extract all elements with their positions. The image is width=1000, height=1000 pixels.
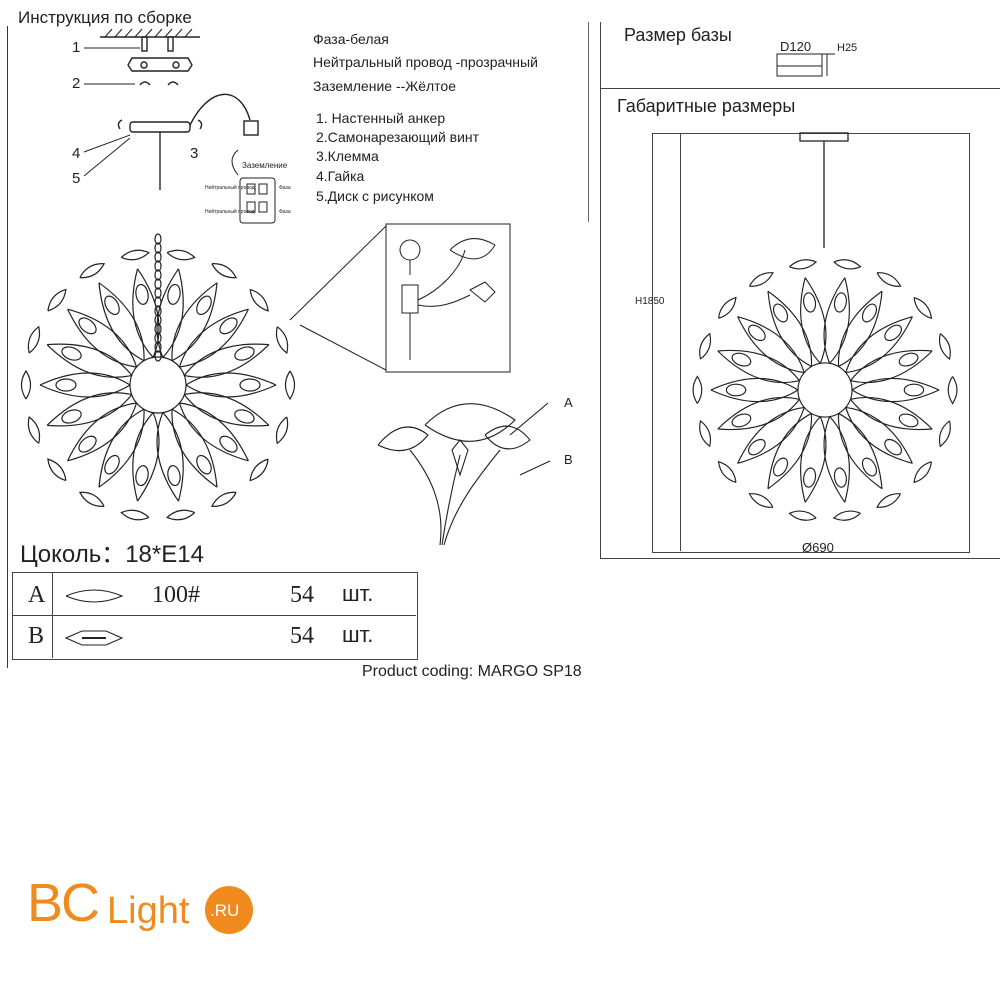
legend-b-qty: 54: [290, 623, 314, 649]
overall-size-title: Габаритные размеры: [617, 96, 796, 116]
product-coding: Product coding: MARGO SP18: [362, 663, 582, 680]
terminal-label-1: Нейтральный провод: [205, 185, 255, 191]
callout-2: 2: [72, 75, 81, 92]
detail-label-b: B: [564, 452, 573, 467]
page-title: Инструкция по сборке: [18, 8, 192, 27]
canopy-chain-right: [799, 132, 849, 248]
legend-b-unit: шт.: [342, 622, 374, 647]
legend-b-icon: [64, 630, 124, 646]
part-3: 3.Клемма: [316, 148, 379, 164]
terminal-block-drawing: [231, 149, 276, 224]
terminal-label-2: Нейтральный провод: [205, 209, 255, 215]
flower-detail-drawing: [377, 402, 551, 546]
base-height: H25: [837, 42, 858, 54]
base-size-title: Размер базы: [624, 25, 732, 45]
terminal-label-4: Фаза: [279, 209, 291, 215]
part-4: 4.Гайка: [316, 168, 365, 184]
chandelier-drawing-right: [692, 259, 958, 521]
socket-spec: Цоколь：18*E14: [20, 541, 204, 568]
logo-ru-badge: [205, 886, 253, 934]
height-line: [680, 133, 681, 551]
callout-1: 1: [72, 39, 81, 56]
base-diameter: D120: [780, 39, 812, 54]
callout-3: 3: [190, 145, 199, 162]
dimensions-divider: [600, 88, 1000, 89]
logo-light: Light: [107, 890, 190, 932]
frame-line-left: [7, 26, 8, 668]
legend-a-unit: шт.: [342, 581, 374, 606]
legend-row-divider: [12, 615, 416, 616]
base-size-drawing: [776, 53, 835, 77]
dimensions-panel: [600, 22, 1000, 559]
callout-leader-lines: [83, 47, 140, 177]
legend-a-code: 100#: [152, 582, 200, 608]
diameter-dimension: Ø690: [802, 540, 834, 555]
legend-a-icon: [65, 589, 124, 603]
detail-zoom-drawing: [289, 223, 511, 373]
part-1: 1. Настенный анкер: [316, 110, 446, 126]
legend-col-divider: [52, 572, 53, 658]
wiring-ground: Заземление --Жёлтое: [313, 78, 456, 94]
callout-5: 5: [72, 170, 81, 187]
part-2: 2.Самонарезающий винт: [316, 129, 480, 145]
terminal-title: Заземление: [242, 161, 288, 170]
mount-assembly-drawing: [100, 28, 259, 190]
detail-label-a: A: [564, 395, 573, 410]
height-dimension: H1850: [635, 296, 665, 307]
chandelier-drawing-left: [20, 233, 296, 521]
frame-line-mid: [588, 22, 589, 222]
bclight-logo: BC Light .RU: [27, 870, 257, 940]
legend-a-qty: 54: [290, 582, 314, 608]
wiring-phase: Фаза-белая: [313, 31, 389, 47]
part-5: 5.Диск с рисунком: [316, 188, 434, 204]
callout-4: 4: [72, 145, 81, 162]
logo-ru: .RU: [210, 901, 240, 920]
logo-bc: BC: [27, 873, 100, 933]
wiring-neutral: Нейтральный провод -прозрачный: [313, 54, 538, 70]
terminal-label-3: Фаза: [279, 185, 291, 191]
legend-table: [12, 572, 418, 660]
legend-b-letter: B: [28, 623, 45, 649]
legend-a-letter: A: [28, 582, 46, 608]
